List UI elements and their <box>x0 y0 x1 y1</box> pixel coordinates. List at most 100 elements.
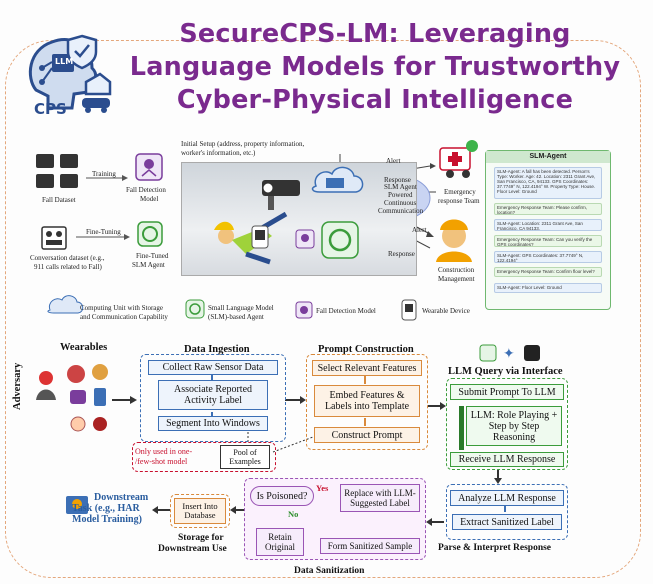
downstream-line-2: Task (e.g., HAR <box>72 503 140 514</box>
chat-title: SLM-Agent <box>486 151 610 163</box>
downstream-task-icon <box>66 496 88 514</box>
training-label: Training <box>92 170 116 178</box>
page-title: SecureCPS-LM: Leveraging Language Models… <box>110 18 640 117</box>
slm-bubble-line-1: SLM Agent <box>384 183 417 191</box>
legend-wearable-icon <box>401 299 417 321</box>
few-shot-group <box>132 442 276 472</box>
data-ingestion-title: Data Ingestion <box>184 344 250 355</box>
legend-slm-label-1: Small Language Model <box>208 304 274 312</box>
chat-message: Emergency Response Team: Can you verify … <box>494 235 602 247</box>
extract-label-step: Extract Sanitized Label <box>452 514 562 530</box>
replace-label-step: Replace with LLM-Suggested Label <box>340 484 420 512</box>
sanitization-title: Data Sanitization <box>294 566 365 576</box>
chat-message: Emergency Response Team: Confirm floor l… <box>494 267 602 277</box>
pool-line-1: Pool of <box>233 448 257 457</box>
select-features-step: Select Relevant Features <box>312 360 422 376</box>
alert-top-label: Alert <box>386 157 401 165</box>
construction-manager-icon <box>436 219 472 262</box>
emergency-team-icon <box>439 140 478 178</box>
segment-windows-step: Segment Into Windows <box>158 416 268 431</box>
no-label: No <box>288 509 299 519</box>
form-sample-step: Form Sanitized Sample <box>320 538 420 554</box>
slm-bubble-line-3: Continuous <box>384 199 417 207</box>
slm-agent-icon <box>137 221 163 247</box>
associate-label-step: Associate Reported Activity Label <box>158 380 268 410</box>
wearable-devices-icon <box>67 364 108 432</box>
llm-query-group <box>446 378 568 470</box>
chat-message: SLM-Agent: A fall has been detected. Per… <box>494 167 602 199</box>
slm-bubble-line-2: Powered <box>388 191 413 199</box>
wearables-title: Wearables <box>60 342 108 353</box>
prompt-construction-group <box>306 354 428 450</box>
few-shot-note-1: Only used in one- <box>135 447 193 456</box>
storage-title-2: Downstream Use <box>158 544 227 554</box>
fall-detection-model-label-2: Model <box>140 195 159 203</box>
pool-line-2: Examples <box>229 457 261 466</box>
fine-tuned-agent-label-1: Fine-Tuned <box>136 252 169 260</box>
parse-title: Parse & Interpret Response <box>438 543 552 553</box>
legend-fall-model-label: Fall Detection Model <box>316 307 376 315</box>
construct-prompt-step: Construct Prompt <box>314 427 420 443</box>
construction-mgmt-label-2: Management <box>438 275 475 283</box>
chat-message: SLM-Agent: Location: 2311 Grant Ave, San… <box>494 219 602 231</box>
downstream-task-label: Downstream Task (e.g., HAR Model Trainin… <box>72 492 149 525</box>
data-ingestion-group <box>140 354 286 442</box>
legend-slm-label-2: (SLM)-based Agent <box>208 313 264 321</box>
chat-message: SLM-Agent: Floor Level: Ground <box>494 283 602 293</box>
chat-message: Emergency Response Team: Please confirm,… <box>494 203 602 215</box>
title-line-3: Cyber-Physical Intelligence <box>176 85 574 115</box>
is-poisoned-decision: Is Poisoned? <box>250 486 314 506</box>
alert-bottom-label: Alert <box>412 226 427 234</box>
conversation-dataset-label-2: 911 calls related to Fall) <box>34 263 102 271</box>
slm-bubble-line-4: Communication <box>378 207 424 215</box>
legend-slm-agent-icon <box>185 299 205 319</box>
parse-group <box>446 484 568 540</box>
storage-title-1: Storage for <box>178 533 224 543</box>
llm-query-title: LLM Query via Interface <box>448 366 563 377</box>
yes-label: Yes <box>316 483 329 493</box>
fall-detection-model-icon <box>135 153 163 181</box>
adversary-icon <box>36 371 56 400</box>
initial-setup-label-1: Initial Setup (address, property informa… <box>181 140 305 148</box>
insert-database-step: Insert Into Database <box>174 498 226 524</box>
construction-mgmt-label-1: Construction <box>438 266 475 274</box>
svg-text:✦: ✦ <box>503 346 515 362</box>
pool-of-examples: Pool of Examples <box>220 445 270 469</box>
legend-computing-unit-label-2: and Communication Capability <box>80 313 168 321</box>
conversation-dataset-icon <box>41 226 67 250</box>
response-top-label: Response <box>384 176 411 184</box>
legend-computing-unit-label-1: Computing Unit with Storage <box>80 304 164 312</box>
logo-chip-text: LLM <box>55 57 74 66</box>
fine-tuned-agent-label-2: SLM Agent <box>132 261 165 269</box>
analyze-response-step: Analyze LLM Response <box>450 490 564 506</box>
legend-fall-model-icon <box>295 301 313 319</box>
fine-tuning-label: Fine-Tuning <box>86 228 121 236</box>
dashed-frame <box>5 40 641 578</box>
slm-agent-chat-panel: SLM-Agent SLM-Agent: A fall has been det… <box>485 150 611 310</box>
submit-prompt-step: Submit Prompt To LLM <box>450 384 564 400</box>
emergency-team-label-2: response Team <box>438 197 480 205</box>
cps-logo-icon <box>28 34 112 113</box>
downstream-line-1: Downstream <box>94 492 149 503</box>
logo-caption: CPS <box>34 100 67 118</box>
title-line-2: Language Models for Trustworthy <box>129 52 621 82</box>
few-shot-note-2: /few-shot model <box>135 457 188 466</box>
legend-wearable-label: Wearable Device <box>422 307 470 315</box>
fall-dataset-icon <box>36 154 78 188</box>
prompt-construction-title: Prompt Construction <box>318 344 414 355</box>
storage-group <box>170 494 230 528</box>
collect-raw-data-step: Collect Raw Sensor Data <box>148 360 278 375</box>
adversary-label: Adversary <box>12 362 23 410</box>
conversation-dataset-label-1: Conversation dataset (e.g., <box>30 254 105 262</box>
downstream-line-3: Model Training) <box>72 514 142 525</box>
initial-setup-label-2: worker's information, etc.) <box>181 149 256 157</box>
legend-computing-unit-icon <box>47 295 84 314</box>
receive-response-step: Receive LLM Response <box>450 452 564 467</box>
embed-features-step: Embed Features & Labels into Template <box>314 385 420 417</box>
title-line-1: SecureCPS-LM: Leveraging <box>179 19 571 49</box>
fall-dataset-label: Fall Dataset <box>42 196 76 204</box>
chat-message: SLM-Agent: GPS Coordinates: 37.7749° N, … <box>494 251 602 263</box>
response-bottom-label: Response <box>388 250 415 258</box>
fall-detection-model-label-1: Fall Detection <box>126 186 166 194</box>
llm-reasoning-step: LLM: Role Playing + Step by Step Reasoni… <box>466 406 562 446</box>
